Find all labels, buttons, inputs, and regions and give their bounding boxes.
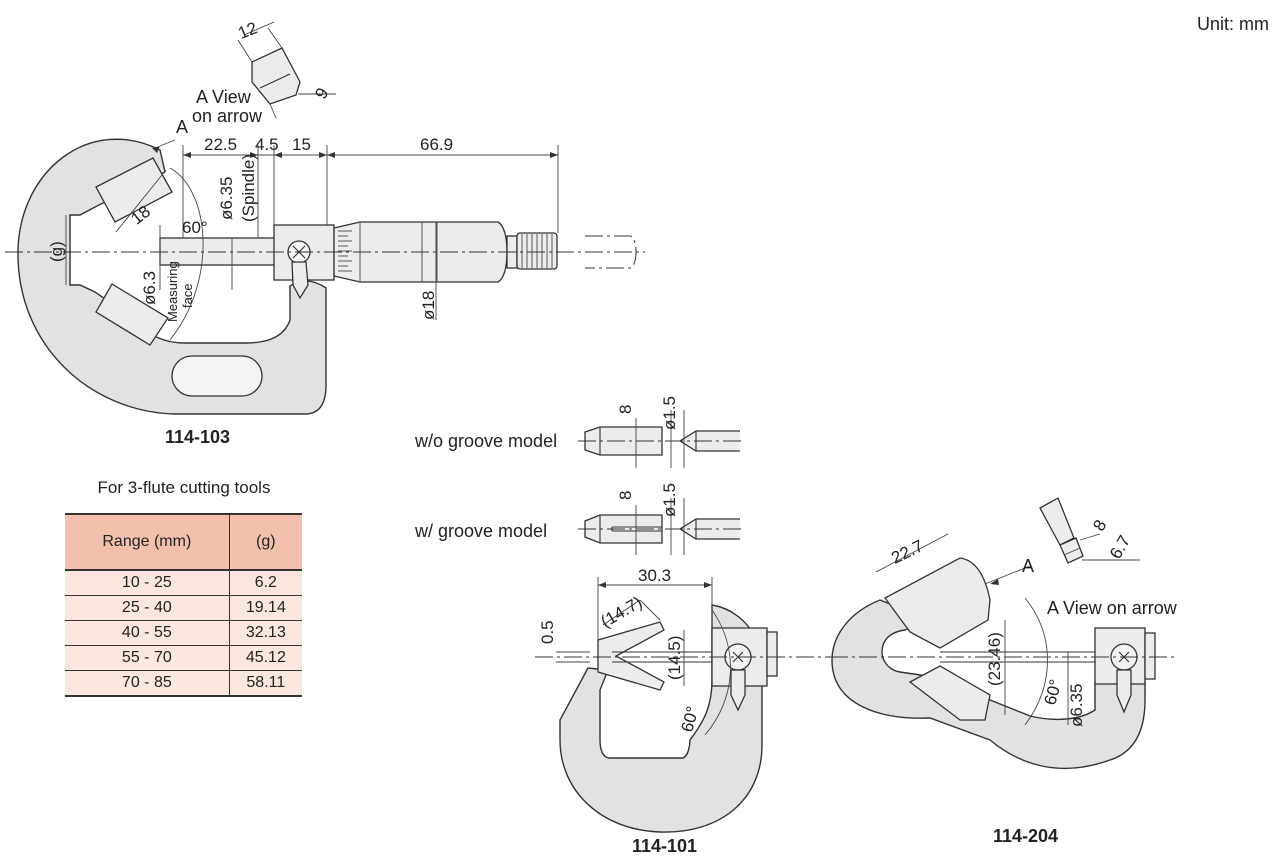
dim-22-5: 22.5 bbox=[204, 135, 237, 154]
dim-66-9: 66.9 bbox=[420, 135, 453, 154]
g-cell: 19.14 bbox=[229, 595, 302, 621]
header-g: (g) bbox=[229, 513, 302, 571]
range-cell: 40 - 55 bbox=[65, 620, 230, 646]
g-cell: 6.2 bbox=[229, 570, 302, 596]
table-row: 10 - 25 6.2 bbox=[65, 570, 302, 596]
spindle-label: (Spindle) bbox=[239, 154, 258, 222]
frame-114-101 bbox=[559, 604, 763, 833]
range-cell: 25 - 40 bbox=[65, 595, 230, 621]
a-view-single: A View on arrow bbox=[1047, 598, 1178, 618]
face-label-2: face bbox=[180, 283, 195, 308]
dim-14-5: (14.5) bbox=[665, 636, 684, 680]
dim-60-deg: 60° bbox=[182, 218, 208, 237]
dim-6-7: 6.7 bbox=[1106, 532, 1134, 562]
v-anvil-114-101 bbox=[597, 621, 665, 691]
dim-60-deg-114-204: 60° bbox=[1041, 677, 1066, 707]
table-row: 25 - 40 19.14 bbox=[65, 595, 302, 621]
dim-9: 9 bbox=[311, 84, 332, 102]
anvil-lower-114-204 bbox=[908, 665, 991, 721]
dim-0-5: 0.5 bbox=[538, 620, 557, 644]
a-view-sketch-114-204 bbox=[1039, 497, 1140, 564]
micrometer-114-204: 22.7 8 6.7 A A View on arrow (23.46) 60°… bbox=[830, 497, 1178, 846]
a-view-sketch-114-103 bbox=[237, 21, 336, 119]
frame-window bbox=[171, 355, 263, 397]
face-diameter: ø6.3 bbox=[140, 271, 159, 305]
dim-30-3: 30.3 bbox=[638, 566, 671, 585]
a-view-line1: A View bbox=[196, 87, 252, 107]
anvil-lower bbox=[95, 283, 169, 346]
groove-models: w/o groove model w/ groove model 8 ø1.5 … bbox=[414, 396, 745, 555]
unit-label: Unit: mm bbox=[1197, 14, 1269, 34]
dim-8-114-204: 8 bbox=[1089, 516, 1110, 534]
groove-dim-15-top: ø1.5 bbox=[660, 396, 679, 430]
g-label: (g) bbox=[47, 241, 66, 262]
table-caption: For 3-flute cutting tools bbox=[97, 478, 271, 497]
spindle-diameter: ø6.35 bbox=[217, 177, 236, 220]
groove-dim-8-bottom: 8 bbox=[616, 491, 635, 500]
thimble-diameter: ø18 bbox=[419, 291, 438, 320]
g-cell: 32.13 bbox=[229, 620, 302, 646]
dim-14-7: (14.7) bbox=[597, 593, 645, 632]
anvil-upper-114-204 bbox=[884, 557, 991, 649]
anvil-upper bbox=[95, 157, 173, 223]
table-row: 70 - 85 58.11 bbox=[65, 670, 302, 697]
range-cell: 10 - 25 bbox=[65, 570, 230, 596]
lock-lever bbox=[291, 261, 309, 300]
groove-dim-15-bottom: ø1.5 bbox=[660, 483, 679, 517]
frame-114-103 bbox=[17, 138, 327, 415]
dim-22-7: 22.7 bbox=[888, 536, 926, 568]
model-title-114-103: 114-103 bbox=[165, 427, 230, 447]
table-header-row: Range (mm) (g) bbox=[65, 513, 302, 571]
range-cell: 70 - 85 bbox=[65, 670, 230, 697]
model-title-114-204: 114-204 bbox=[993, 826, 1058, 846]
micrometer-114-103: 12 9 A View on arrow A 22.5 4.5 15 66.9 … bbox=[5, 18, 645, 447]
g-cell: 58.11 bbox=[229, 670, 302, 697]
without-groove-label: w/o groove model bbox=[414, 431, 557, 451]
dim-23-46: (23.46) bbox=[985, 632, 1004, 686]
dim-6-35-114-204: ø6.35 bbox=[1067, 684, 1086, 727]
dim-4-5: 4.5 bbox=[255, 135, 279, 154]
g-cell: 45.12 bbox=[229, 645, 302, 671]
arrow-letter-a-114-204: A bbox=[1022, 556, 1034, 576]
table-row: 55 - 70 45.12 bbox=[65, 645, 302, 671]
range-table: Range (mm) (g) 10 - 25 6.2 25 - 40 19.14… bbox=[65, 513, 302, 697]
frame-114-204 bbox=[831, 599, 1146, 770]
micrometer-114-101: 30.3 (14.7) (14.5) 0.5 60° 114-101 bbox=[535, 566, 830, 856]
arrow-letter-a: A bbox=[176, 117, 188, 137]
table-row: 40 - 55 32.13 bbox=[65, 620, 302, 646]
dim-15: 15 bbox=[292, 135, 311, 154]
model-title-114-101: 114-101 bbox=[632, 836, 697, 856]
face-label-1: Measuring bbox=[165, 261, 180, 322]
header-range: Range (mm) bbox=[65, 513, 230, 571]
range-cell: 55 - 70 bbox=[65, 645, 230, 671]
groove-dim-8-top: 8 bbox=[616, 405, 635, 414]
with-groove-label: w/ groove model bbox=[414, 521, 547, 541]
dim-12: 12 bbox=[235, 18, 260, 43]
a-view-line2: on arrow bbox=[192, 106, 263, 126]
thimble-graduation bbox=[338, 230, 352, 272]
